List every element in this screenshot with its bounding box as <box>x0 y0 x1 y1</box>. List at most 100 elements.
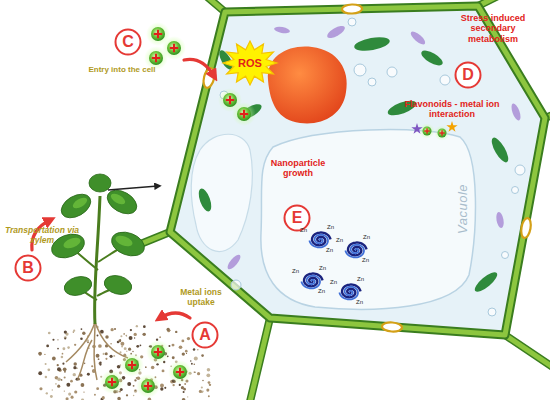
wall-pits <box>342 4 362 14</box>
vacuole-membrane <box>261 130 476 310</box>
soil-grain <box>126 351 127 352</box>
process-arrows <box>32 59 214 318</box>
soil-grain <box>193 348 195 350</box>
neighbour-walls <box>248 318 270 400</box>
soil-grain <box>55 383 57 385</box>
plant <box>62 236 82 251</box>
soil-grain <box>105 335 108 338</box>
vacuole: VacuoleE <box>255 125 480 315</box>
step-marker: C <box>114 28 142 56</box>
soil-grain <box>202 380 204 382</box>
soil-grain <box>172 344 175 347</box>
soil-grain <box>159 336 161 338</box>
soil-grain <box>194 364 196 366</box>
soil-grain <box>179 384 181 386</box>
neighbour-walls <box>138 0 550 400</box>
vesicles <box>348 18 356 26</box>
soil-grain <box>172 384 174 386</box>
soil-grain <box>190 360 191 361</box>
wall-pits <box>520 217 532 238</box>
ion-body <box>149 51 163 65</box>
neighbour-walls <box>505 335 550 372</box>
soil-grain <box>118 340 121 343</box>
soil-grain <box>166 328 169 331</box>
soil-grain <box>87 373 90 376</box>
soil-grain <box>39 387 42 390</box>
soil-grain <box>82 332 85 335</box>
charge-sign <box>173 44 175 52</box>
soil-grain <box>94 394 96 396</box>
roots <box>94 322 97 380</box>
soil-grain <box>111 328 114 331</box>
step-marker: B <box>14 254 42 282</box>
plant <box>71 196 89 211</box>
soil-grain <box>64 336 67 339</box>
soil-grain <box>162 369 165 372</box>
charge-sign <box>441 130 442 135</box>
soil-grain <box>187 396 188 397</box>
soil-grain <box>126 335 127 336</box>
vesicles <box>368 78 376 86</box>
plant <box>48 174 147 298</box>
vesicles <box>387 67 397 77</box>
ion-body <box>438 129 447 138</box>
soil-grain <box>103 353 105 355</box>
cell-cytoplasm <box>170 6 545 335</box>
organelles <box>495 212 505 229</box>
soil-grain <box>120 351 122 353</box>
ion-body <box>141 379 155 393</box>
chloroplasts <box>353 35 391 53</box>
plant <box>109 192 127 207</box>
ion-glow <box>136 374 160 398</box>
charge-sign <box>424 130 429 131</box>
ion-glow <box>434 125 449 140</box>
plant <box>62 192 134 251</box>
soil-grain <box>207 368 211 372</box>
vesicles <box>512 187 519 194</box>
element-symbol: Zn <box>300 227 307 234</box>
element-symbol: Zn <box>357 276 364 283</box>
ion-body <box>423 127 432 136</box>
ion-body <box>151 345 165 359</box>
vesicles <box>502 252 509 259</box>
step-marker: D <box>454 61 482 89</box>
metal-ion <box>100 370 124 394</box>
ion-body <box>105 375 119 389</box>
soil-grain <box>98 358 100 360</box>
soil-grain <box>57 364 59 366</box>
step-caption: Transportation via xylem <box>0 226 84 246</box>
soil-grain <box>62 353 64 355</box>
element-symbol: Zn <box>362 257 369 264</box>
soil-grain <box>183 391 185 393</box>
soil-grain <box>208 395 210 397</box>
soil-grain <box>64 330 67 333</box>
step-caption: Flavonoids - metal ion interaction <box>398 99 506 120</box>
charge-sign <box>439 132 444 133</box>
soil-grain <box>206 389 209 392</box>
soil-grain <box>130 329 132 331</box>
soil-grain <box>113 355 115 357</box>
soil-grain <box>121 346 123 348</box>
soil-grain <box>194 356 198 360</box>
ros-text: ROS <box>222 40 278 86</box>
neighbour-walls <box>505 335 550 372</box>
ros-burst: ROS <box>222 40 278 86</box>
soil-grain <box>48 332 51 335</box>
soil-grain <box>201 354 204 357</box>
step-letter: D <box>454 61 482 89</box>
ion-glow <box>232 102 256 126</box>
element-symbol: Zn <box>356 299 363 306</box>
ion-glow <box>168 360 192 384</box>
soil-grain <box>80 337 83 340</box>
step-caption: Metal ions uptake <box>168 288 234 308</box>
soil-grain <box>175 331 177 333</box>
charge-sign <box>243 110 245 118</box>
spiral-arm <box>339 287 358 300</box>
soil-grain <box>145 366 147 368</box>
metal-ion <box>232 102 256 126</box>
process-arrows <box>160 313 190 318</box>
soil-grain <box>191 363 193 365</box>
soil-grain <box>57 377 61 381</box>
plant <box>62 274 94 299</box>
